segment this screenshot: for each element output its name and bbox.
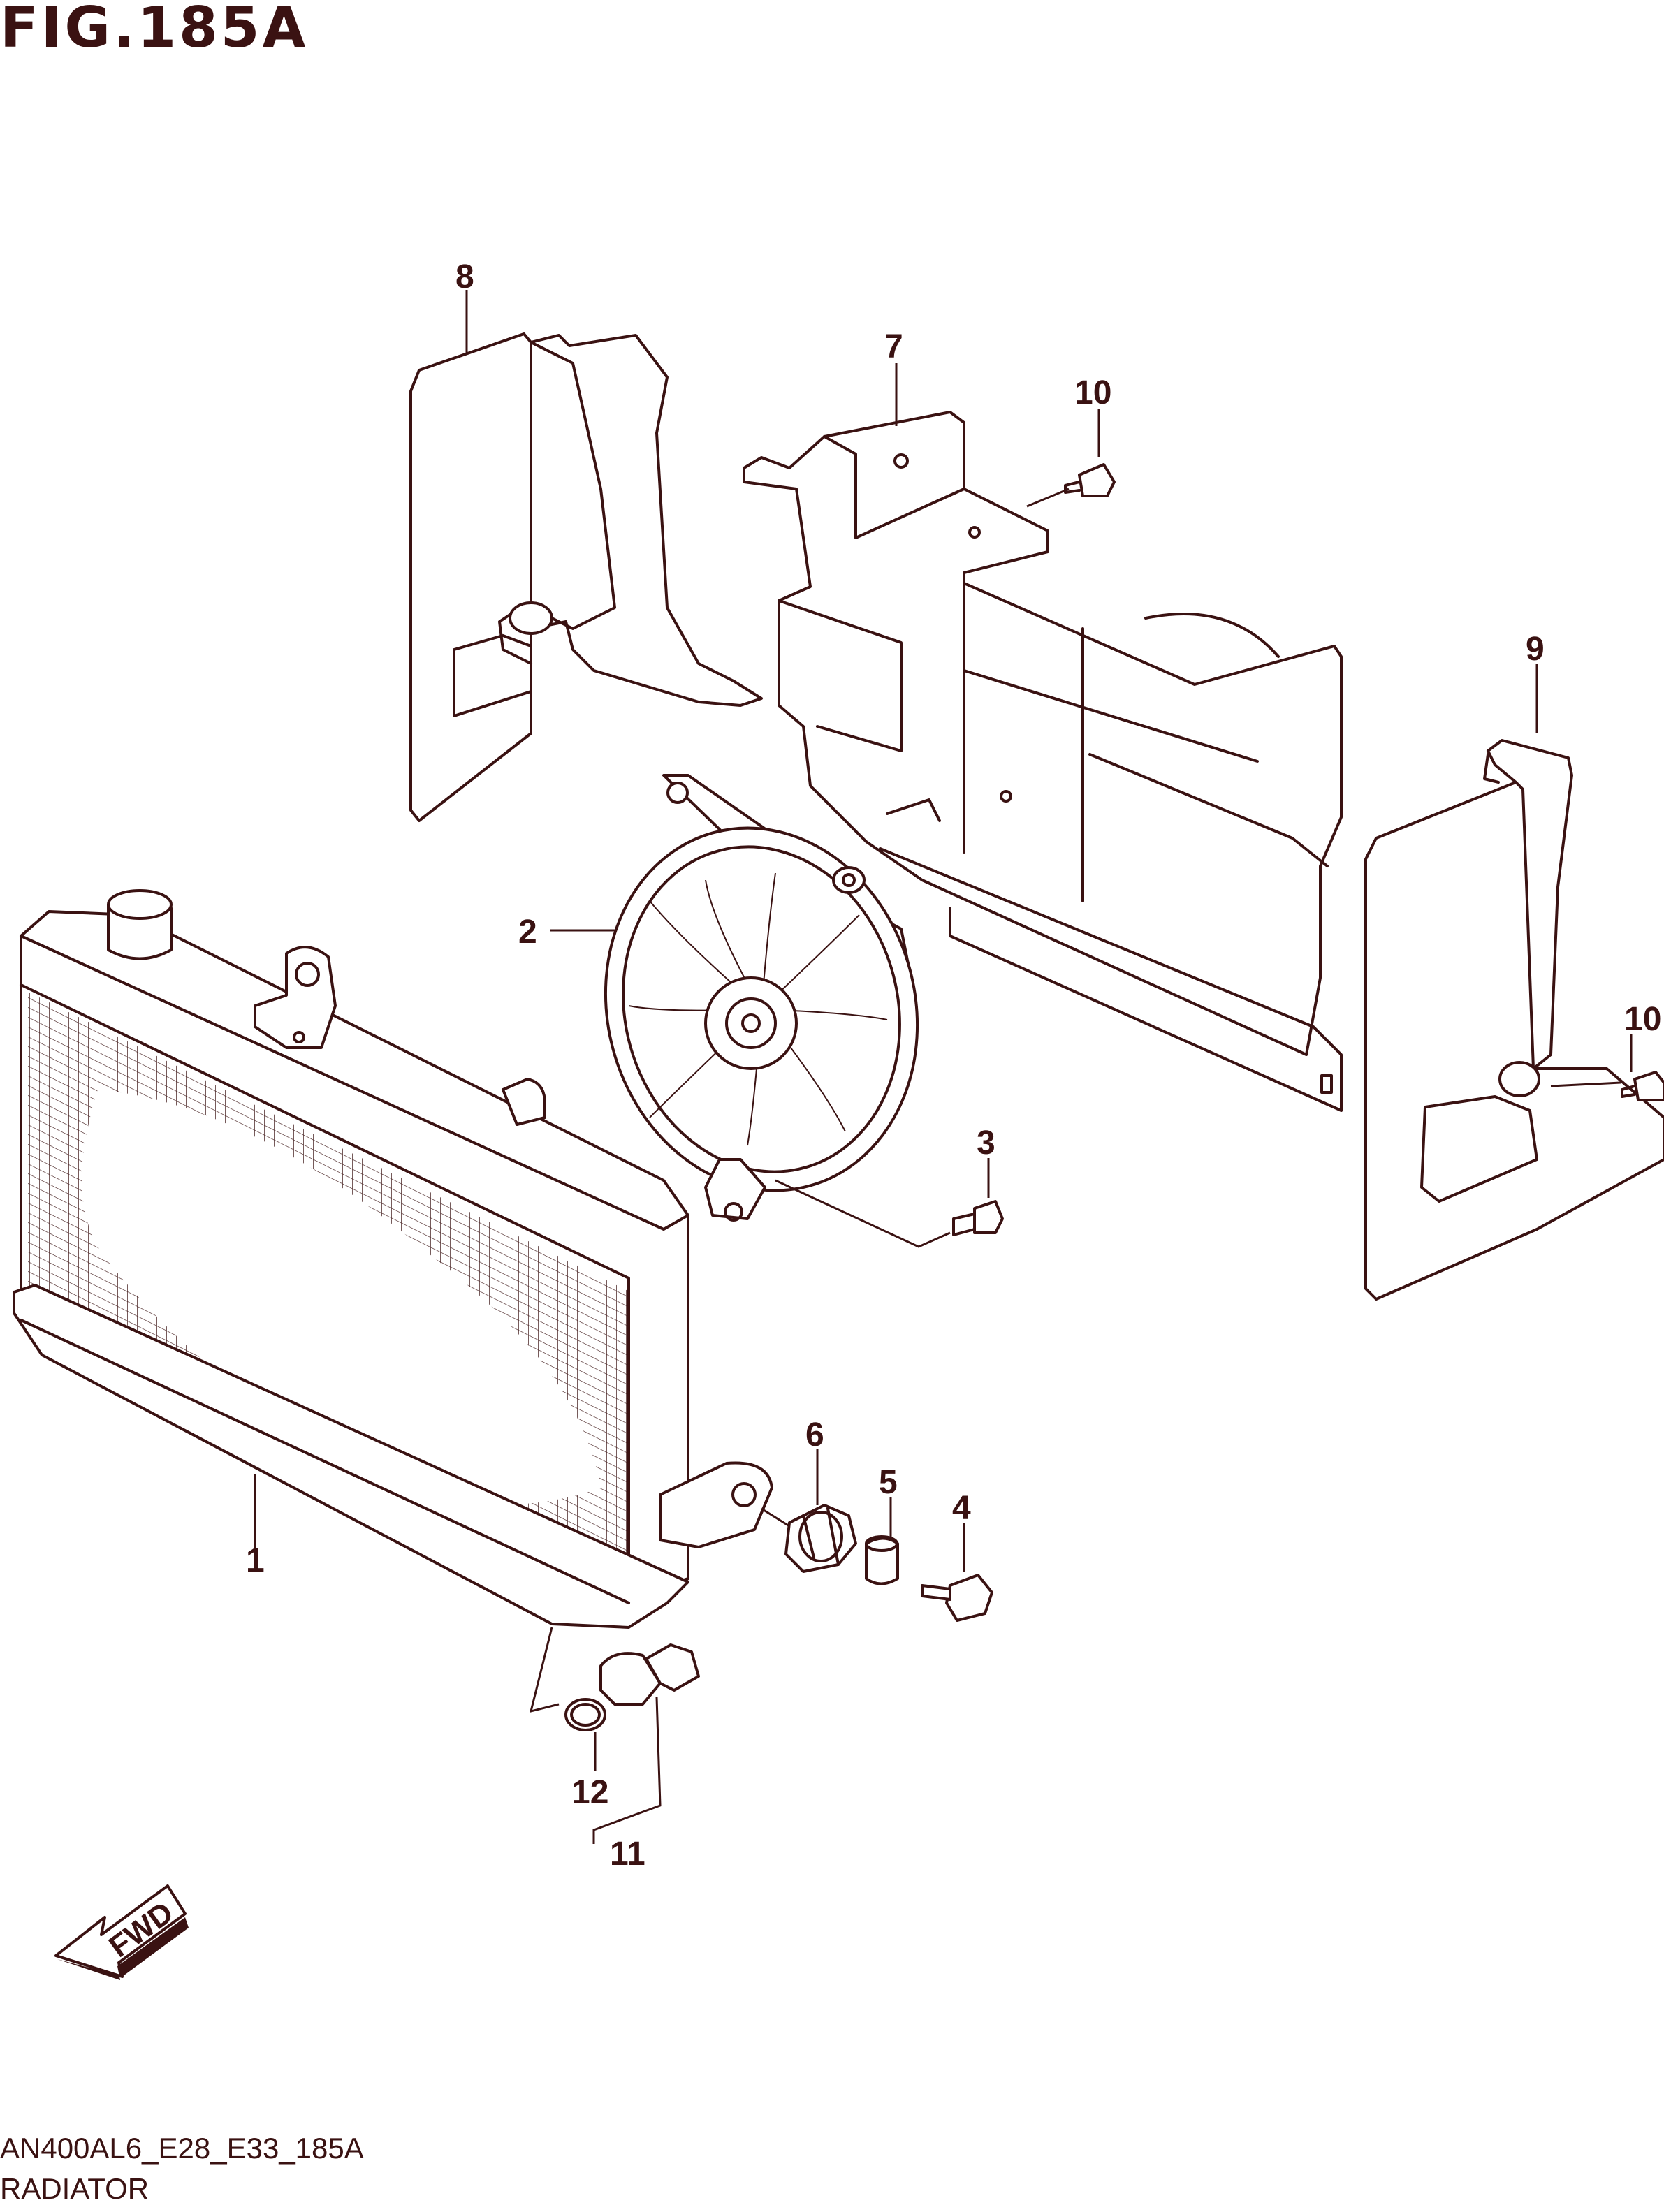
part-9-right-shroud (1364, 739, 1664, 1301)
part-7-fan-shroud (743, 411, 1343, 1112)
callout-9: 9 (1526, 631, 1545, 668)
figure-code: AN400AL6_E28_E33_185A (0, 2132, 364, 2165)
part-8-left-shroud (409, 332, 763, 822)
callout-3: 3 (977, 1125, 995, 1162)
part-10-clip-top (1064, 463, 1116, 497)
part-2-cooling-fan (604, 774, 919, 1222)
part-5-collar (865, 1535, 899, 1585)
callout-10-right: 10 (1624, 1001, 1661, 1038)
part-4-bolt (921, 1574, 993, 1622)
callout-4: 4 (952, 1490, 971, 1527)
figure-title: FIG.185A (0, 0, 309, 60)
callouts: 8 7 10 9 10 2 3 6 5 4 1 12 11 (246, 258, 1661, 1873)
part-1-radiator (13, 889, 773, 1629)
part-3-bolt (952, 1200, 1004, 1236)
callout-7: 7 (884, 328, 903, 365)
part-6-grommet (784, 1504, 857, 1573)
callout-5: 5 (879, 1464, 898, 1501)
callout-6: 6 (805, 1416, 824, 1453)
part-12-o-ring (564, 1698, 606, 1731)
part-11-thermo-switch (599, 1643, 700, 1706)
callout-10-top: 10 (1074, 374, 1111, 411)
callout-8: 8 (455, 258, 474, 295)
callout-1: 1 (246, 1542, 265, 1579)
part-10-clip-right (1621, 1071, 1664, 1101)
figure-name: RADIATOR (0, 2172, 149, 2205)
fwd-arrow-icon: FWD (54, 1884, 189, 1980)
callout-11: 11 (610, 1836, 645, 1873)
leader-lines (254, 290, 1633, 1844)
callout-2: 2 (518, 914, 537, 951)
callout-12: 12 (571, 1774, 608, 1811)
